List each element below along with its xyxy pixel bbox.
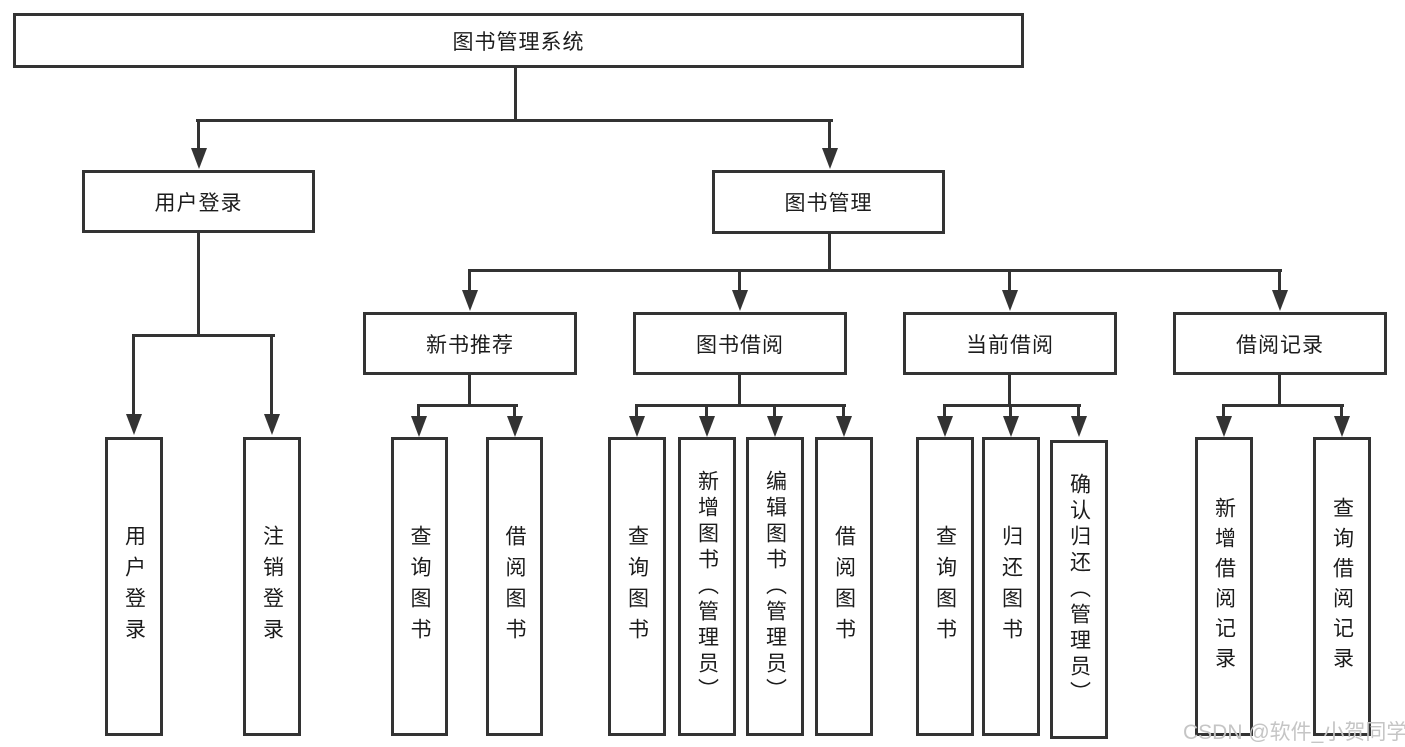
connector-line [132,334,275,337]
connector-line [514,68,517,121]
arrowhead [507,416,523,437]
connector-line [1008,269,1011,291]
node-user-login: 用户登录 [82,170,315,233]
arrowhead [1003,416,1019,437]
leaf-label: 查询图书 [625,524,649,649]
connector-line [417,404,518,407]
connector-line [738,375,741,406]
leaf-label: 借阅图书 [832,524,856,649]
leaf-label: 查询图书 [408,524,431,649]
arrowhead [191,148,207,169]
connector-line [828,234,831,272]
arrowhead [836,416,852,437]
connector-line [1278,269,1281,291]
arrowhead [411,416,427,437]
arrowhead [822,148,838,169]
watermark-csdn: CSDN @软件_小贺同学 [1183,721,1405,744]
leaf-label: 用户登录 [122,524,146,649]
connector-line [1009,404,1012,417]
node-label: 新书推荐 [426,333,514,357]
connector-line [1222,404,1344,407]
leaf-label: 查询借阅记录 [1330,496,1354,677]
leaf-confirm-return-admin: 确认归还（管理员） [1050,440,1108,739]
connector-line [635,404,846,407]
leaf-query-books: 查询图书 [916,437,974,736]
connector-line [468,269,471,291]
arrowhead [264,414,280,435]
leaf-borrow-books: 借阅图书 [815,437,873,736]
arrowhead [629,416,645,437]
node-label: 图书管理系统 [452,30,585,54]
arrowhead [1071,416,1087,437]
connector-line [270,334,273,415]
connector-line [1008,375,1011,406]
leaf-query-books: 查询图书 [391,437,448,736]
arrowhead [732,290,748,311]
connector-line [132,334,135,415]
arrowhead [462,290,478,311]
leaf-label: 确认归还（管理员） [1067,472,1091,707]
connector-line [738,269,741,291]
connector-line [943,404,1081,407]
connector-line [705,404,708,417]
leaf-label: 新增借阅记录 [1212,496,1236,677]
leaf-logout: 注销登录 [243,437,301,736]
leaf-label: 查询图书 [933,524,957,649]
connector-line [773,404,776,417]
node-book-borrowing: 图书借阅 [633,312,847,375]
arrowhead [699,416,715,437]
node-label: 用户登录 [154,191,243,215]
connector-line [468,269,1282,272]
node-current-borrowing: 当前借阅 [903,312,1117,375]
node-borrowing-records: 借阅记录 [1173,312,1387,375]
leaf-query-borrow-record: 查询借阅记录 [1313,437,1371,736]
leaf-label: 归还图书 [999,524,1023,649]
arrowhead [1216,416,1232,437]
leaf-borrow-books: 借阅图书 [486,437,543,736]
leaf-add-book-admin: 新增图书（管理员） [678,437,736,736]
leaf-return-books: 归还图书 [982,437,1040,736]
connector-line [635,404,638,417]
node-book-management: 图书管理 [712,170,945,234]
connector-line [417,404,420,417]
leaf-query-books: 查询图书 [608,437,666,736]
connector-line [1077,404,1080,417]
connector-line [842,404,845,417]
node-label: 当前借阅 [966,333,1054,357]
leaf-user-login: 用户登录 [105,437,163,736]
node-new-book-recommendation: 新书推荐 [363,312,577,375]
node-label: 图书管理 [784,192,873,215]
arrowhead [767,416,783,437]
arrowhead [126,414,142,435]
node-library-management-system: 图书管理系统 [13,13,1024,68]
node-label: 图书借阅 [696,333,784,357]
leaf-label: 编辑图书（管理员） [763,469,787,704]
leaf-label: 新增图书（管理员） [695,469,719,704]
leaf-add-borrow-record: 新增借阅记录 [1195,437,1253,736]
arrowhead [1334,416,1350,437]
arrowhead [1272,290,1288,311]
connector-line [1222,404,1225,417]
connector-line [1340,404,1343,417]
connector-line [197,119,200,151]
connector-line [828,119,831,151]
connector-line [468,375,471,406]
leaf-edit-book-admin: 编辑图书（管理员） [746,437,804,736]
connector-line [1278,375,1281,406]
leaf-label: 借阅图书 [503,524,526,649]
node-label: 借阅记录 [1236,333,1324,357]
connector-line [196,119,833,122]
connector-line [943,404,946,417]
arrowhead [937,416,953,437]
connector-line [197,233,200,336]
leaf-label: 注销登录 [260,524,284,649]
connector-line [513,404,516,417]
arrowhead [1002,290,1018,311]
